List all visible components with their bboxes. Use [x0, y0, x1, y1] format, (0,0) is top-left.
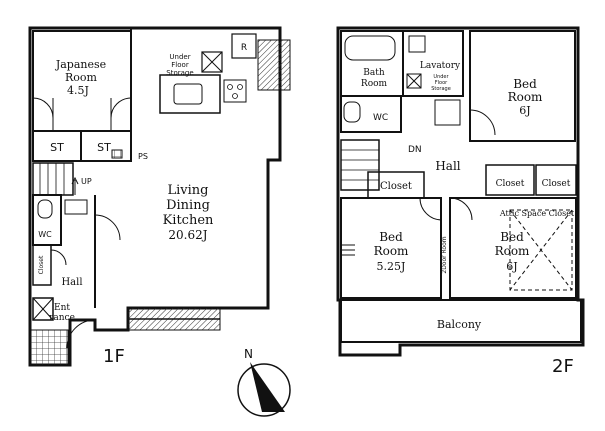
balcony: [340, 299, 582, 343]
closet-3: [535, 164, 577, 196]
refrigerator: [231, 33, 257, 59]
entrance-label-1: Ent: [54, 303, 70, 313]
stove: [223, 79, 247, 103]
floor1-closet-label: Closet: [38, 255, 45, 274]
under-floor-storage-hatch: [201, 51, 223, 73]
under-floor-storage-2: Floor: [171, 61, 189, 69]
shoe-cabinet: [32, 297, 54, 321]
bed-room-se-label-1: Bed: [500, 230, 524, 244]
floor-1: [28, 26, 291, 367]
bed-room-ne-label-1: Bed: [513, 77, 537, 91]
door-label: 2Door Room: [441, 236, 448, 273]
floor1-toilet: [37, 199, 53, 219]
bed-room-ne-wall: [469, 30, 576, 142]
floor1-wc-label: WC: [38, 230, 52, 239]
lavatory-sub-3: Storage: [431, 86, 451, 92]
floor2-stairs: [340, 139, 380, 191]
closet-label-1: Closet: [380, 181, 412, 192]
bed-room-sw-size: 5.25J: [377, 260, 406, 273]
japanese-room-name-1: Japanese: [55, 58, 106, 71]
up-label: UP: [81, 177, 92, 186]
ldk-name-3: Kitchen: [163, 213, 214, 228]
bed-room-sw-label-1: Bed: [379, 230, 403, 244]
floor-2: [336, 26, 585, 357]
floor1-hall-label: Hall: [61, 277, 82, 288]
kitchen-sink: [173, 83, 203, 105]
bath-room-label-2: Room: [361, 79, 388, 89]
bed-room-ne-size: 6J: [519, 104, 530, 117]
balcony-label: Balcony: [437, 318, 482, 331]
floor2-wc: [340, 95, 402, 133]
closet-label-3: Closet: [542, 179, 571, 189]
bathtub: [344, 35, 396, 61]
bed-room-se-label-2: Room: [495, 244, 530, 258]
floor2-outer-wall: [336, 26, 585, 357]
lavatory-sub-1: Under: [433, 74, 449, 80]
entrance-label-2: rance: [49, 313, 75, 323]
ps-label: PS: [138, 152, 148, 161]
floor-2-labels: Bath Room Lavatory Under Floor Storage B…: [361, 61, 575, 377]
closet-2: [485, 164, 535, 196]
ldk-size: 20.62J: [168, 228, 207, 242]
bed-room-se-wall: [449, 197, 577, 299]
floor1-closet: [32, 244, 52, 286]
compass-needle: [250, 362, 285, 412]
bed-room-se-size: 6J: [506, 260, 517, 273]
under-floor-storage-1: Under: [169, 53, 190, 61]
washer: [408, 35, 426, 53]
attic-space-closet: [509, 209, 573, 291]
floor2-label: 2F: [552, 356, 574, 377]
ldk-name-1: Living: [168, 183, 209, 198]
refrigerator-label: R: [241, 43, 247, 53]
bath-room-label-1: Bath: [363, 68, 385, 78]
lavatory-label: Lavatory: [420, 61, 461, 71]
floor1-stairs: [32, 162, 74, 196]
st-label-2: ST: [97, 141, 111, 154]
kitchen-counter: [159, 74, 221, 114]
ldk-name-2: Dining: [166, 198, 210, 213]
bed-room-sw-wall: [340, 197, 442, 299]
st-label-1: ST: [50, 141, 64, 154]
floor1-sink: [64, 199, 88, 215]
lavatory-hatch: [406, 73, 422, 89]
floor2-toilet: [343, 101, 361, 123]
floor2-wc-label: WC: [373, 113, 388, 123]
lavatory-wall: [402, 30, 464, 97]
entrance-tiles: [29, 329, 69, 366]
dn-label: DN: [408, 145, 422, 155]
floor2-hall-label: Hall: [435, 159, 460, 173]
closet-label-2: Closet: [496, 179, 525, 189]
floor1-label: 1F: [103, 346, 125, 367]
japanese-room-name-2: Room: [65, 71, 98, 84]
north-label: N: [244, 347, 253, 361]
bed-room-sw-label-2: Room: [374, 244, 409, 258]
floor2-hall-closet: [434, 99, 461, 126]
floor1-window-east: [257, 39, 291, 91]
under-floor-storage-3: Storage: [166, 69, 193, 77]
compass-circle: [237, 363, 291, 417]
compass: N: [237, 347, 291, 417]
japanese-room-size: 4.5J: [67, 84, 89, 97]
attic-label: Attic Space Closet: [499, 209, 575, 218]
floor-1-labels: Japanese Room 4.5J ST ST PS Under Floor …: [38, 43, 247, 367]
lavatory-sub-2: Floor: [435, 80, 448, 86]
bed-room-ne-label-2: Room: [508, 90, 543, 104]
